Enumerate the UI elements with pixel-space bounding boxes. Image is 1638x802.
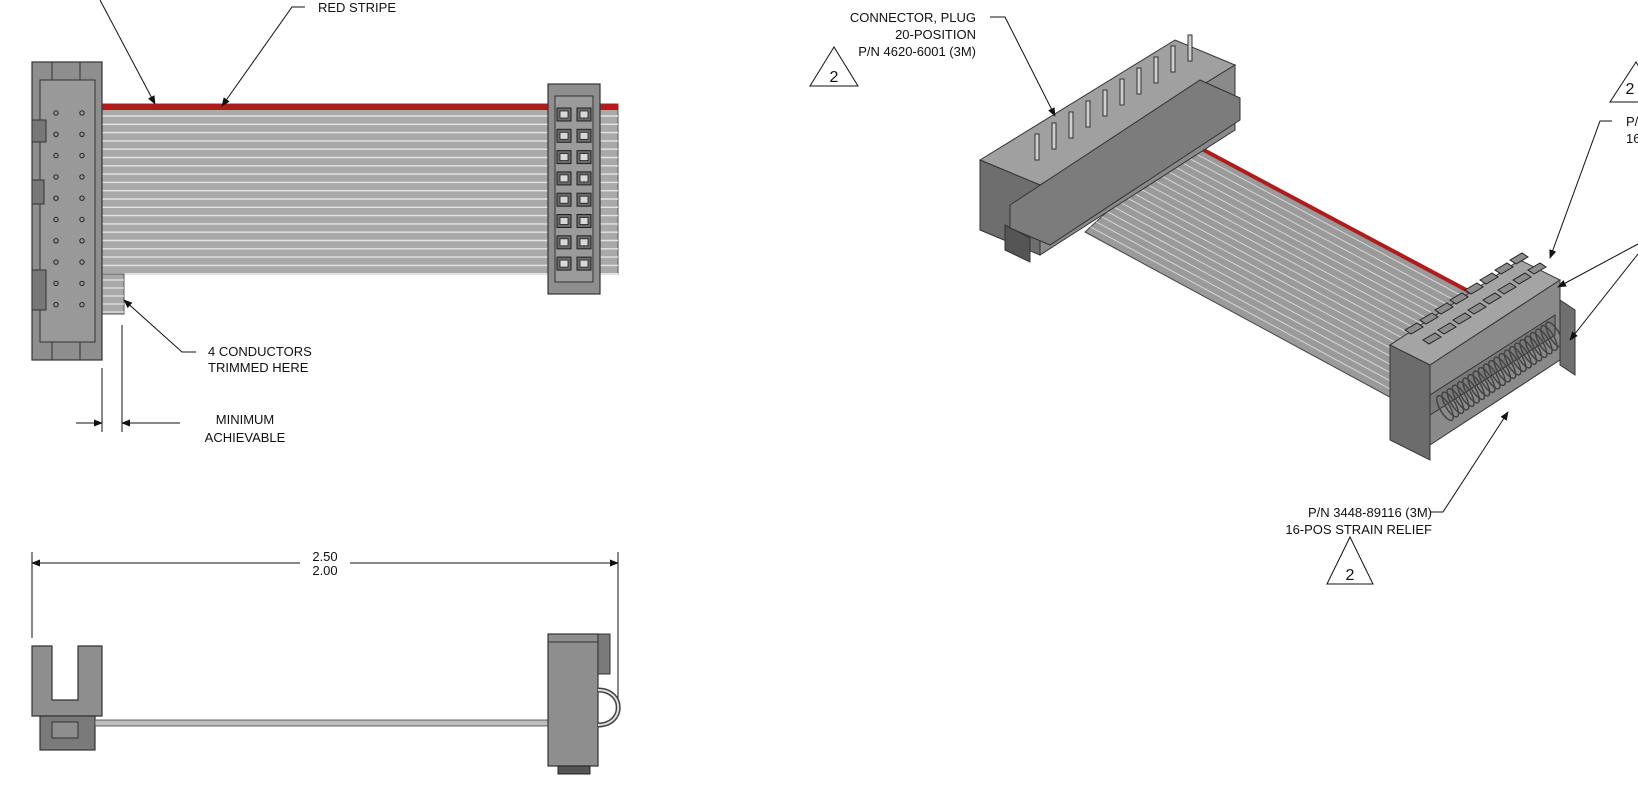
socket-label-line1: P/ [1626,114,1638,129]
socket-connector-top [547,83,601,295]
minimum-label-line2: ACHIEVABLE [204,430,286,445]
svg-text:2: 2 [830,69,839,86]
iso-red-stripe [1184,138,1471,294]
trimmed-label-line1: 4 CONDUCTORS [208,344,312,359]
dimension-upper: 2.50 [312,549,338,564]
plug-label-line3: P/N 4620-6001 (3M) [858,44,976,59]
svg-text:2: 2 [1346,567,1355,584]
revision-triangle-strain-relief: 2 [1326,535,1374,585]
strain-relief-label-line1: P/N 3448-89116 (3M) [1307,505,1432,520]
revision-triangle-plug: 2 [809,46,859,87]
plug-connector-top [31,61,103,361]
plan-view [31,0,619,432]
red-stripe-label: RED STRIPE [318,0,397,15]
ribbon-cable [97,103,619,315]
svg-text:2: 2 [1626,81,1635,98]
strain-relief-label-line2: 16-POS STRAIN RELIEF [1285,522,1432,537]
minimum-label-line1: MINIMUM [215,412,275,427]
red-stripe [98,104,618,110]
socket-label-line2: 16 [1626,131,1638,146]
side-view [31,552,621,775]
trimmed-label-line2: TRIMMED HERE [208,360,309,375]
isometric-view [978,16,1638,513]
revision-triangle-socket: 2 [1609,61,1638,103]
plug-label-line1: CONNECTOR, PLUG [849,10,976,25]
dimension-lower: 2.00 [312,563,338,578]
plug-label-line2: 20-POSITION [895,27,976,42]
